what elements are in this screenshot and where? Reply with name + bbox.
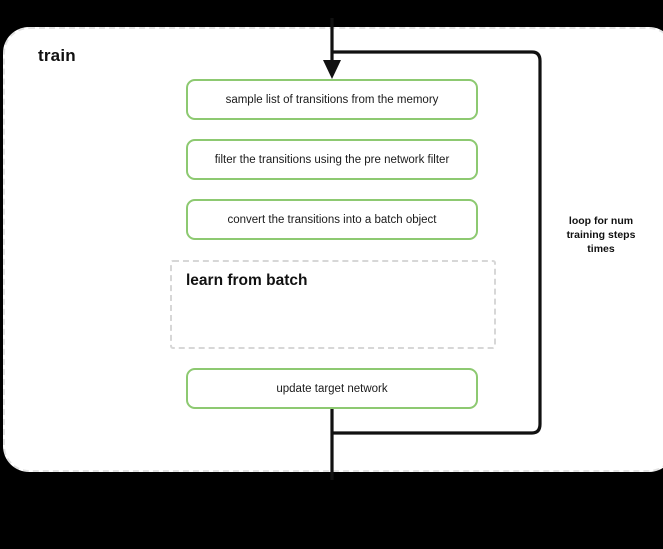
loop-annotation-label: loop for num training steps times (566, 215, 636, 256)
step-filter-transitions[interactable]: filter the transitions using the pre net… (186, 139, 478, 180)
learn-from-batch-block[interactable]: learn from batch (170, 260, 496, 349)
step-sample-transitions[interactable]: sample list of transitions from the memo… (186, 79, 478, 120)
train-block-title: train (38, 46, 76, 65)
learn-from-batch-label: learn from batch (186, 272, 308, 289)
step-update-target-network[interactable]: update target network (186, 368, 478, 409)
step-convert-to-batch[interactable]: convert the transitions into a batch obj… (186, 199, 478, 240)
